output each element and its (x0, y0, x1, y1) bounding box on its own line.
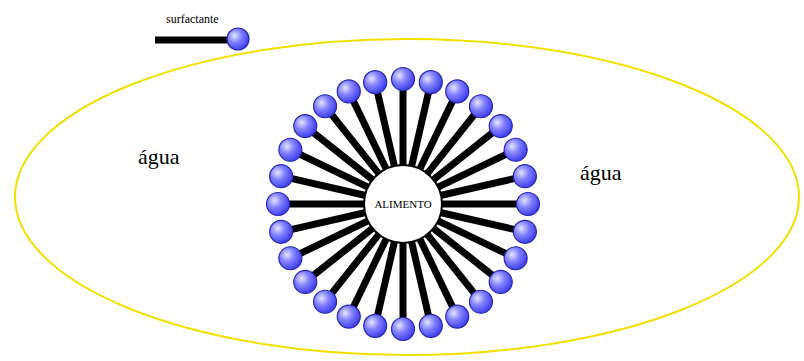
surfactant-tail (155, 37, 230, 44)
surfactant-head (469, 95, 492, 118)
surfactant-head (270, 165, 293, 188)
legend-entry: surfactante (166, 9, 219, 27)
surfactant-head (446, 80, 469, 103)
surfactant-head (419, 71, 442, 94)
surfactant-tail (287, 201, 367, 208)
surfactant-tail (400, 240, 407, 320)
food-label: ALIMENTO (374, 198, 431, 210)
surfactant-tail (290, 212, 368, 230)
surfactant-head (419, 314, 442, 337)
surfactant-head (469, 290, 492, 313)
water-label: água (138, 144, 180, 169)
food-particle: ALIMENTO (363, 164, 443, 244)
surfactant-head (517, 193, 540, 216)
water-label: água (580, 160, 622, 185)
surfactant-head (227, 28, 249, 50)
surfactant-head (513, 220, 536, 243)
ellipse-outline (15, 39, 799, 355)
water-region: água águaALIMENTO (14, 38, 800, 356)
text-slot: água (580, 160, 622, 186)
surfactant-head (314, 290, 337, 313)
surfactant-head (337, 305, 360, 328)
surfactant-head (314, 95, 337, 118)
surfactant-head (489, 115, 512, 138)
surfactant-head (504, 138, 527, 161)
surfactant-tail (411, 239, 429, 317)
surfactant-head (337, 80, 360, 103)
surfactant-head (364, 71, 387, 94)
surfactant-head (294, 270, 317, 293)
surfactant-head (392, 68, 415, 91)
surfactant-head (504, 247, 527, 270)
surfactant-head (267, 193, 290, 216)
surfactant-head (513, 165, 536, 188)
surfactant-head (279, 247, 302, 270)
surfactant-tail (400, 88, 407, 168)
surfactant-head (294, 115, 317, 138)
surfactant-tail (439, 201, 519, 208)
text-slot: água (138, 144, 180, 170)
micelle (267, 68, 540, 341)
surfactant-head (489, 270, 512, 293)
surfactant-tail (377, 91, 395, 169)
legend-label: surfactante (166, 12, 219, 26)
surfactant-head (270, 220, 293, 243)
surfactant-symbol (155, 28, 249, 50)
surfactant-head (364, 314, 387, 337)
surfactant-head (392, 318, 415, 341)
text-slot: ALIMENTO (363, 164, 443, 244)
circle-outline (364, 165, 442, 243)
surfactant-head (446, 305, 469, 328)
surfactant-tail (438, 178, 516, 196)
surfactant-head (279, 138, 302, 161)
